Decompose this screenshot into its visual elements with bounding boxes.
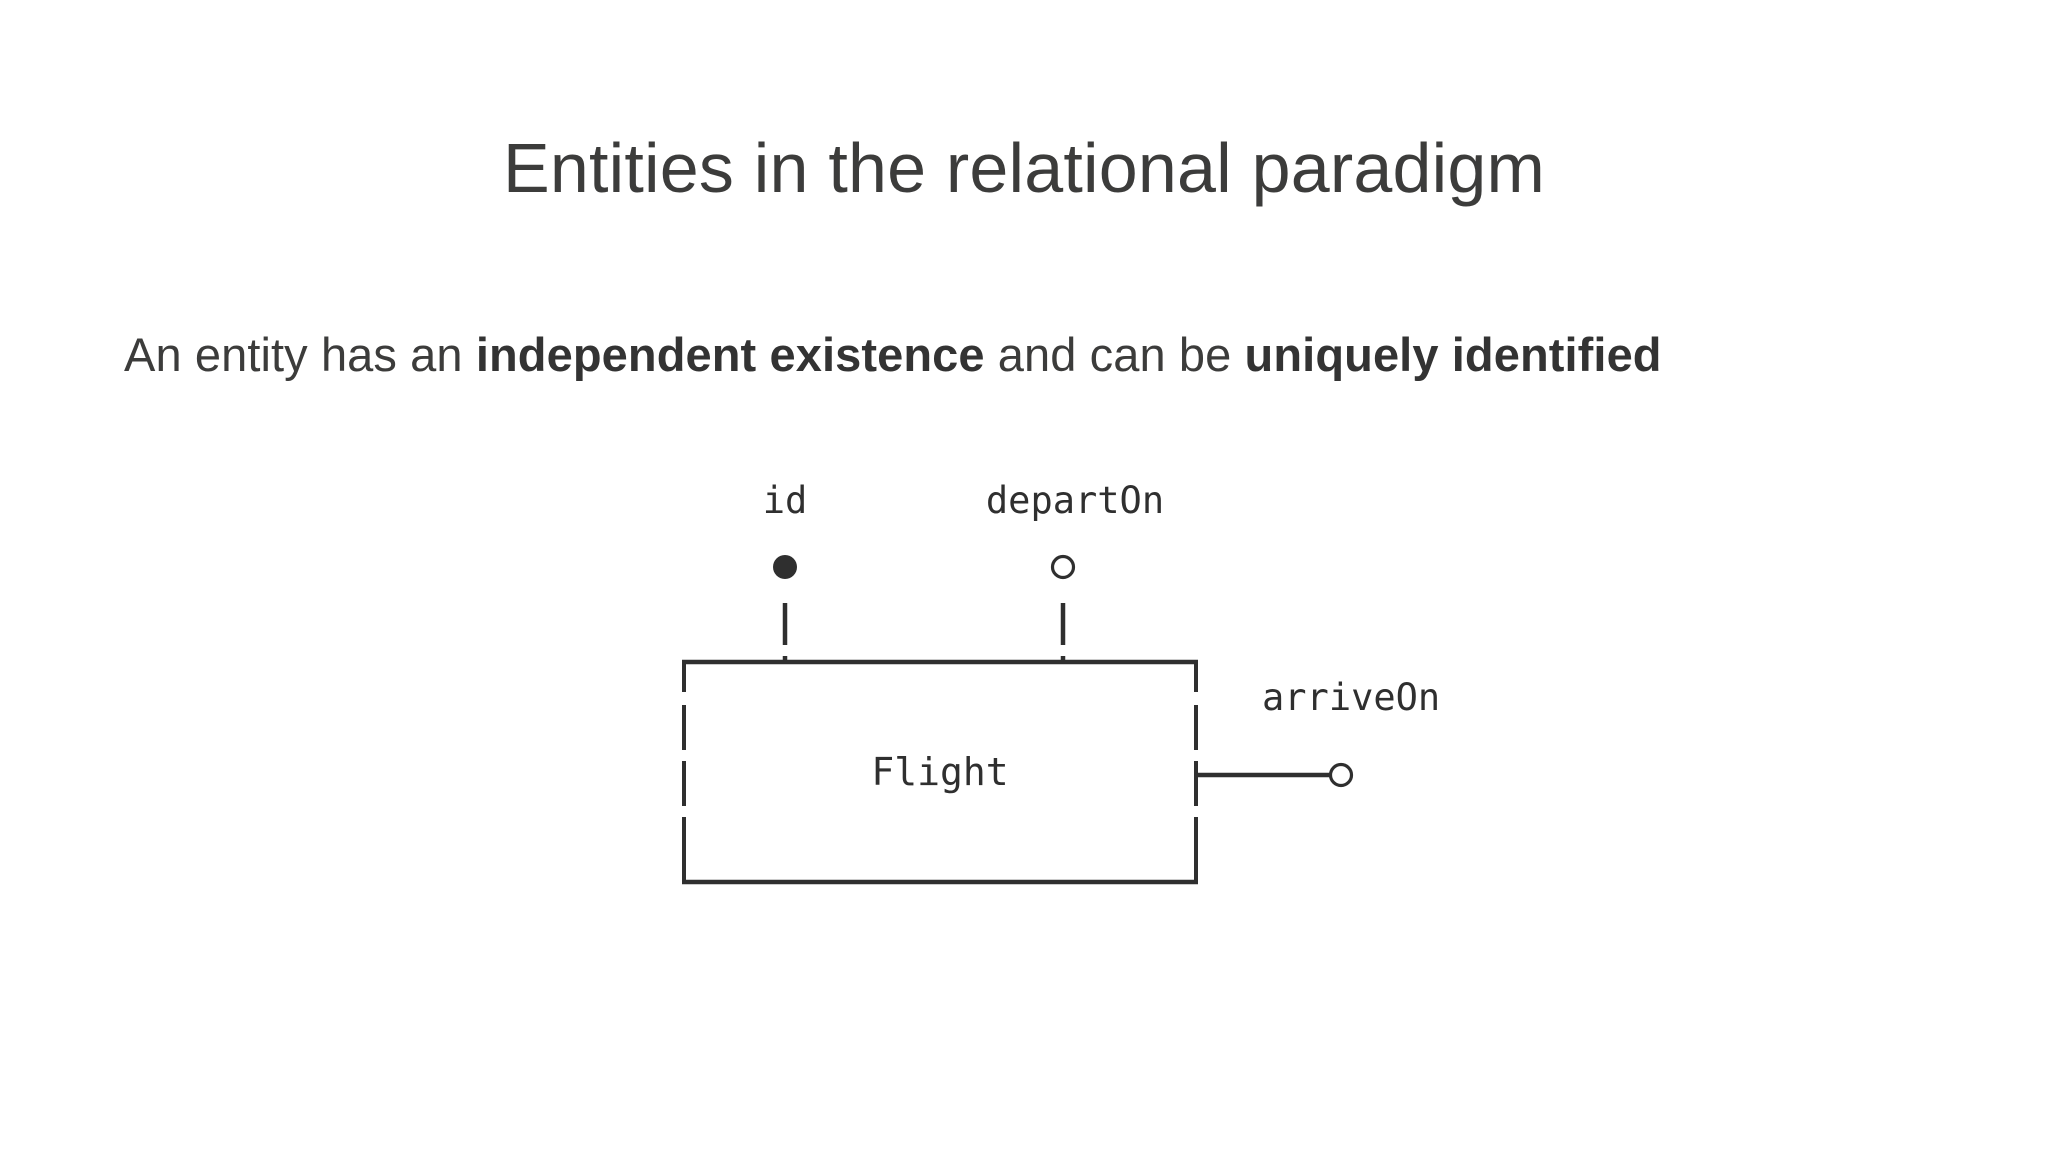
body-segment-1: An entity has an [124, 328, 476, 381]
attribute-label-departon: departOn [986, 479, 1164, 522]
body-paragraph: An entity has an independent existence a… [124, 323, 1824, 387]
attribute-label-arriveon: arriveOn [1262, 676, 1440, 719]
er-diagram: id departOn [0, 440, 2048, 1000]
attribute-label-id: id [763, 479, 808, 522]
entity-box-flight [682, 659, 1198, 885]
page-title: Entities in the relational paradigm [502, 128, 1546, 207]
body-segment-4-bold: uniquely identified [1244, 328, 1662, 381]
body-segment-2-bold: independent existence [475, 328, 985, 381]
attribute-marker-departon-icon [1050, 554, 1076, 580]
entity-name-label: Flight [871, 750, 1008, 794]
body-segment-3: and can be [984, 328, 1245, 381]
primary-key-marker-icon [773, 555, 797, 579]
attribute-marker-arriveon-icon [1328, 762, 1354, 788]
